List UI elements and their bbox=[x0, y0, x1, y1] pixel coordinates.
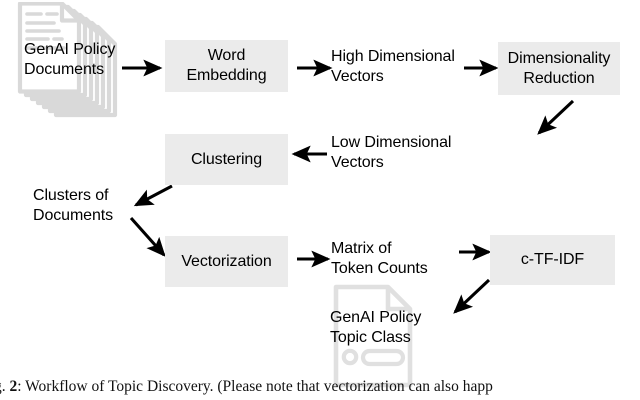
documents-label: GenAI Policy Documents bbox=[24, 41, 116, 78]
vectorization-label: Vectorization bbox=[181, 252, 272, 270]
output-document-icon bbox=[330, 284, 436, 388]
process-word-embedding[interactable]: Word Embedding bbox=[165, 40, 288, 92]
label-low-dimensional-vectors: Low Dimensional Vectors bbox=[331, 134, 452, 171]
arrow-dimensionality-reduction-to-low-dim-vectors bbox=[537, 99, 575, 135]
process-dimensionality-reduction[interactable]: Dimensionality Reduction bbox=[498, 42, 620, 95]
process-vectorization[interactable]: Vectorization bbox=[165, 236, 288, 287]
clustering-label: Clustering bbox=[190, 150, 263, 168]
figure-caption: g. 2: Workflow of Topic Discovery. (Plea… bbox=[0, 378, 640, 396]
process-clustering[interactable]: Clustering bbox=[165, 134, 288, 185]
caption-text: : Workflow of Topic Discovery. (Please n… bbox=[17, 378, 493, 395]
arrow-ctfidf-to-topic-class bbox=[453, 278, 491, 314]
document-stack-icon bbox=[12, 2, 157, 132]
caption-prefix: g. bbox=[0, 378, 6, 395]
label-high-dimensional-vectors: High Dimensional Vectors bbox=[331, 48, 455, 85]
ctfidf-label: c-TF-IDF bbox=[520, 251, 585, 269]
process-ctfidf[interactable]: c-TF-IDF bbox=[490, 235, 615, 285]
caption-number: 2 bbox=[9, 378, 18, 395]
topic-class-label: GenAI Policy Topic Class bbox=[330, 309, 422, 346]
label-matrix-of-token-counts: Matrix of Token Counts bbox=[331, 240, 428, 277]
dimensionality-reduction-label: Dimensionality Reduction bbox=[507, 49, 611, 87]
word-embedding-label: Word Embedding bbox=[186, 47, 267, 84]
label-clusters-of-documents: Clusters of Documents bbox=[33, 187, 114, 224]
